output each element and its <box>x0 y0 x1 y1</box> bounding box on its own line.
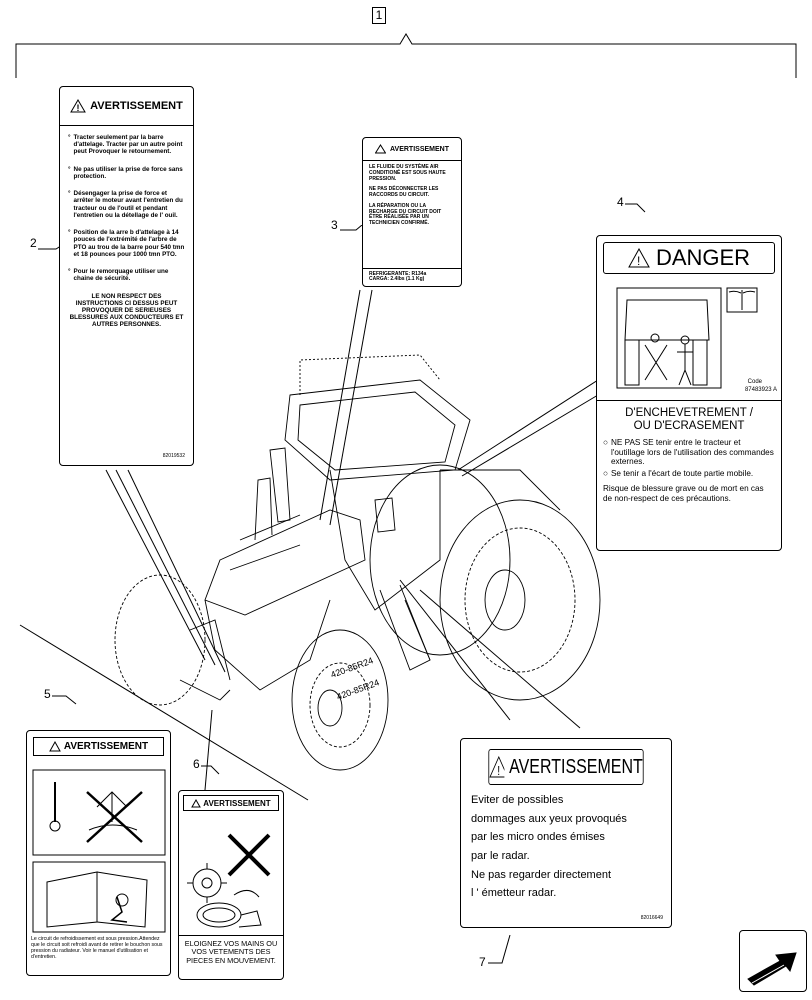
leader-7b <box>419 589 581 729</box>
label-4-title: DANGER <box>655 245 751 270</box>
label-7-line: Ne pas regarder directement <box>471 868 612 881</box>
callout-7: 7 <box>479 955 486 969</box>
label-2-item: °Position de la arre b d'attelage à 14 p… <box>68 229 185 258</box>
label-2-tow-warning: ! AVERTISSEMENT °Tracter seulement par l… <box>59 86 194 466</box>
label-7-line: par les micro ondes émises <box>471 831 605 844</box>
label-3-ac-warning: AVERTISSEMENT LE FLUIDE DU SYSTÈME AIR C… <box>362 137 462 287</box>
leader-5 <box>19 624 309 801</box>
next-page-button[interactable] <box>739 930 807 992</box>
warning-triangle-icon: ! <box>489 756 505 778</box>
leader-2a <box>105 469 206 661</box>
label-4-bullet: ○NE PAS SE tenir entre le tracteur et l'… <box>603 438 774 467</box>
label-6-title: AVERTISSEMENT <box>203 798 271 808</box>
callout-7-tick <box>488 935 511 964</box>
label-5-text: Le circuit de refroidissement est sous p… <box>31 936 163 960</box>
label-4-code-word: Code <box>748 379 763 385</box>
label-7-line: par le radar. <box>471 850 530 863</box>
callout-6-tick <box>201 765 220 775</box>
leader-4b <box>461 394 599 477</box>
label-3-p3: LA RÉPARATION OU LA RECHARGE DU CIRCUIT … <box>369 202 442 226</box>
tractor-drawing <box>114 354 601 771</box>
label-6-moving-parts: AVERTISSEMENT ELOIGNEZ VOS MAINS OU VOS … <box>178 790 284 980</box>
next-page-arrow-icon <box>747 952 797 986</box>
label-6-text: ELOIGNEZ VOS MAINS OU VOS VETEMENTS DES … <box>179 935 283 965</box>
callout-2: 2 <box>30 236 37 250</box>
bracket-line <box>15 33 797 78</box>
label-3-header: AVERTISSEMENT <box>363 138 461 161</box>
label-7-line: dommages aux yeux provoqués <box>471 812 627 825</box>
warning-triangle-icon <box>191 798 202 807</box>
svg-text:!: ! <box>637 254 640 268</box>
label-3-ref1: REFRIGERANTE: R134a <box>369 270 427 277</box>
leader-2b <box>115 469 216 666</box>
leader-3a <box>319 289 361 521</box>
leader-2c <box>127 469 226 673</box>
label-7-radar-warning: ! AVERTISSEMENT Eviter de possibles domm… <box>460 738 672 928</box>
label-4-code-num: 87483923 A <box>745 387 777 393</box>
label-3-p1: LE FLUIDE DU SYSTÈME AIR CONDITIONÉ EST … <box>369 164 446 182</box>
label-7-title: AVERTISSEMENT <box>509 755 643 778</box>
callout-1: 1 <box>372 7 386 24</box>
label-4-danger: ! DANGER Code 87483923 A D'ENCHEVETREMEN… <box>596 235 782 551</box>
warning-triangle-icon: ! <box>70 99 87 113</box>
warning-triangle-icon: ! <box>628 248 650 268</box>
leader-4a <box>457 379 599 471</box>
label-4-footer: Risque de blessure grave ou de mort en c… <box>603 484 764 503</box>
label-2-item: °Pour le remorquage utiliser une chaine … <box>68 268 169 283</box>
svg-text:420-85R24: 420-85R24 <box>335 677 380 702</box>
label-2-item: °Ne pas utiliser la prise de force sans … <box>68 165 183 180</box>
callout-4-tick <box>625 203 646 213</box>
coolant-pictogram <box>32 769 166 933</box>
label-4-heading2: OU D'ECRASEMENT <box>633 420 745 433</box>
callout-6: 6 <box>193 757 200 771</box>
label-2-title: AVERTISSEMENT <box>90 100 183 112</box>
svg-text:420-85R24: 420-85R24 <box>329 655 374 680</box>
label-7-line: Eviter de possibles <box>471 794 564 806</box>
callout-3: 3 <box>331 218 338 232</box>
label-2-footer: LE NON RESPECT DES INSTRUCTIONS CI DESSU… <box>69 292 184 329</box>
leader-3b <box>329 289 373 526</box>
svg-text:!: ! <box>497 764 500 778</box>
callout-5: 5 <box>44 687 51 701</box>
label-2-item: °Désengager la prise de force et arrêter… <box>68 190 183 219</box>
label-7-line: l ' émetteur radar. <box>471 887 557 900</box>
label-3-p2: NE PAS DÉCONNECTER LES RACCORDS DU CIRCU… <box>369 186 439 198</box>
svg-text:!: ! <box>77 103 80 113</box>
label-5-coolant-warning: AVERTISSEMENT Le circuit de refroidissem… <box>26 730 171 976</box>
leader-7a <box>399 579 511 721</box>
entanglement-pictogram: Code 87483923 A <box>616 287 777 393</box>
callout-3-tick <box>340 225 363 231</box>
warning-triangle-icon <box>375 144 386 154</box>
label-2-code: 82019532 <box>162 453 185 459</box>
label-3-ref2: CARGA: 2.4lbs (1.1 Kg) <box>369 276 425 283</box>
label-7-code: 82016649 <box>640 915 663 921</box>
label-4-bullet: ○Se tenir a l'écart de toute partie mobi… <box>603 468 754 478</box>
label-5-title: AVERTISSEMENT <box>63 741 149 752</box>
warning-triangle-icon <box>49 741 61 752</box>
label-7-header: ! AVERTISSEMENT <box>488 749 644 785</box>
leader-6 <box>204 709 213 791</box>
callout-4: 4 <box>617 195 624 209</box>
callout-5-tick <box>52 695 77 705</box>
gear-icon <box>192 868 222 898</box>
label-6-header: AVERTISSEMENT <box>183 795 279 811</box>
label-5-header: AVERTISSEMENT <box>33 737 164 756</box>
label-2-item: °Tracter seulement par la barre d'attela… <box>68 134 183 156</box>
label-4-header: ! DANGER <box>603 242 775 274</box>
label-3-title: AVERTISSEMENT <box>390 145 449 153</box>
label-2-header: ! AVERTISSEMENT <box>60 87 193 126</box>
label-4-heading1: D'ENCHEVETREMENT / <box>625 407 753 419</box>
belt-pictogram <box>187 833 271 928</box>
